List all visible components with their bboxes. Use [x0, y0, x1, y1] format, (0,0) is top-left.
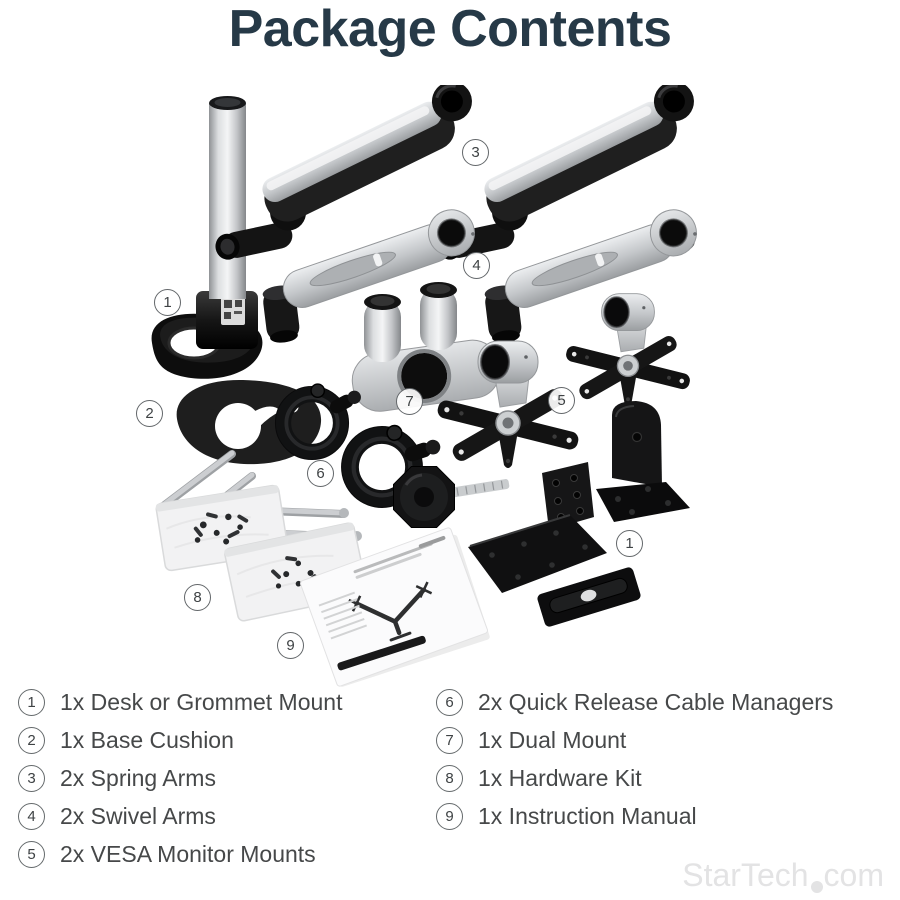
legend-item-dual-mount: 7 1x Dual Mount [436, 726, 833, 755]
watermark-dot-icon [810, 881, 823, 893]
legend-item-base-cushion: 2 1x Base Cushion [18, 726, 342, 755]
vesa-mount-2-illustration [563, 292, 693, 407]
legend-label-base-cushion: 1x Base Cushion [60, 727, 234, 753]
callout-dual-mount: 7 [396, 388, 423, 415]
legend-num-8: 8 [436, 765, 463, 792]
legend-num-2: 2 [18, 727, 45, 754]
page-title: Package Contents [228, 0, 672, 58]
legend-column-right: 6 2x Quick Release Cable Managers 7 1x D… [436, 688, 833, 840]
legend-label-instruction-manual: 1x Instruction Manual [478, 803, 697, 829]
legend-item-cable-managers: 6 2x Quick Release Cable Managers [436, 688, 833, 717]
legend-label-spring-arms: 2x Spring Arms [60, 765, 216, 791]
legend-item-spring-arms: 3 2x Spring Arms [18, 764, 342, 793]
callout-desk-clamp: 1 [616, 530, 643, 557]
legend-num-4: 4 [18, 803, 45, 830]
callout-vesa-mounts: 5 [548, 387, 575, 414]
legend-num-1: 1 [18, 689, 45, 716]
callout-swivel-arms: 4 [463, 252, 490, 279]
legend-label-cable-managers: 2x Quick Release Cable Managers [478, 689, 834, 715]
callout-cable-managers: 6 [307, 460, 334, 487]
dual-mount-illustration [351, 282, 501, 412]
package-contents-collage [151, 85, 721, 687]
legend-item-swivel-arms: 4 2x Swivel Arms [18, 802, 342, 831]
legend-num-3: 3 [18, 765, 45, 792]
mounting-knob-illustration [393, 466, 510, 528]
watermark-tld: com [823, 857, 884, 893]
callout-spring-arms: 3 [462, 139, 489, 166]
legend-label-desk-mount: 1x Desk or Grommet Mount [60, 689, 343, 715]
callout-hardware-kit: 8 [184, 584, 211, 611]
desk-clamp-illustration [468, 401, 690, 627]
legend-item-instruction-manual: 9 1x Instruction Manual [436, 802, 833, 831]
desk-pole-illustration [151, 96, 263, 379]
legend-num-5: 5 [18, 841, 45, 868]
legend-item-vesa-mounts: 5 2x VESA Monitor Mounts [18, 840, 342, 869]
startech-watermark: StarTech com [682, 857, 884, 894]
legend-label-dual-mount: 1x Dual Mount [478, 727, 627, 753]
legend-num-9: 9 [436, 803, 463, 830]
instruction-manual-illustration [300, 527, 490, 687]
callout-desk-pole: 1 [154, 289, 181, 316]
callout-base-cushion: 2 [136, 400, 163, 427]
callout-instruction-manual: 9 [277, 632, 304, 659]
legend-label-vesa-mounts: 2x VESA Monitor Mounts [60, 841, 316, 867]
legend-column-left: 1 1x Desk or Grommet Mount 2 1x Base Cus… [18, 688, 342, 878]
legend-num-6: 6 [436, 689, 463, 716]
legend-num-7: 7 [436, 727, 463, 754]
legend-label-hardware-kit: 1x Hardware Kit [478, 765, 642, 791]
legend-label-swivel-arms: 2x Swivel Arms [60, 803, 216, 829]
watermark-brand: StarTech [682, 857, 809, 893]
legend-item-desk-mount: 1 1x Desk or Grommet Mount [18, 688, 342, 717]
legend-item-hardware-kit: 8 1x Hardware Kit [436, 764, 833, 793]
